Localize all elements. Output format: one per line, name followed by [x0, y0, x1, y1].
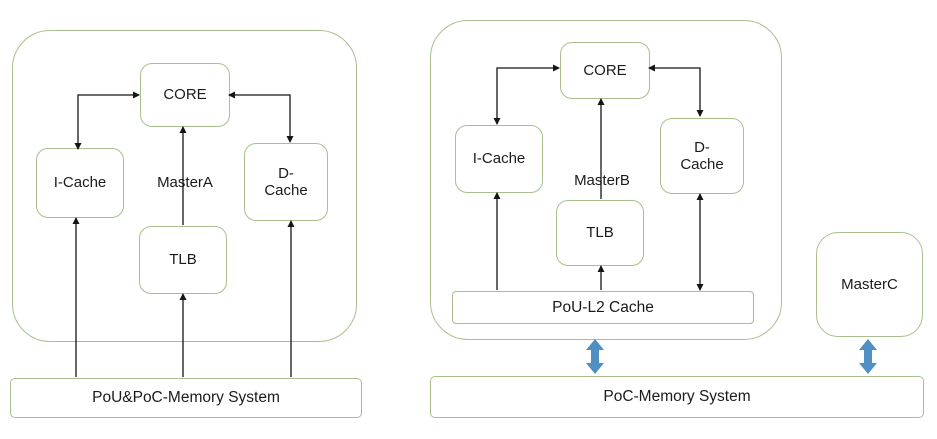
masterA-tlb-box: TLB — [139, 226, 227, 294]
masterB-core-label: CORE — [583, 61, 627, 79]
masterB-icache-label: I-Cache — [472, 150, 526, 168]
masterC-label: MasterC — [841, 275, 898, 293]
masterB-icache-box: I-Cache — [455, 125, 543, 193]
poc-memory-box: PoC-Memory System — [430, 376, 924, 418]
masterA-core-label: CORE — [163, 86, 207, 104]
masterA-label: MasterA — [157, 174, 213, 191]
masterA-container — [12, 30, 357, 342]
poc-memory-label: PoC-Memory System — [603, 388, 751, 405]
masterB-label: MasterB — [574, 172, 630, 189]
masterB-tlb-box: TLB — [556, 200, 644, 266]
masterA-dcache-label: D-Cache — [264, 164, 308, 199]
double-arrow-icon-masterB-memory — [586, 339, 604, 374]
masterB-core-box: CORE — [560, 42, 650, 99]
pou-l2-cache-box: PoU-L2 Cache — [452, 291, 754, 324]
masterA-icache-box: I-Cache — [36, 148, 124, 218]
masterB-tlb-label: TLB — [586, 224, 614, 242]
masterB-dcache-label: D-Cache — [680, 138, 724, 173]
pou-poc-memory-label: PoU&PoC-Memory System — [92, 389, 280, 406]
masterC-box: MasterC — [816, 232, 923, 337]
masterA-icache-label: I-Cache — [53, 174, 107, 192]
masterB-container — [430, 20, 782, 340]
masterA-dcache-box: D-Cache — [244, 143, 328, 221]
masterA-tlb-label: TLB — [169, 251, 197, 269]
masterA-core-box: CORE — [140, 63, 230, 127]
pou-poc-memory-box: PoU&PoC-Memory System — [10, 378, 362, 418]
double-arrow-icon-masterC-memory — [859, 339, 877, 374]
masterB-dcache-box: D-Cache — [660, 118, 744, 194]
pou-l2-cache-label: PoU-L2 Cache — [552, 298, 654, 316]
